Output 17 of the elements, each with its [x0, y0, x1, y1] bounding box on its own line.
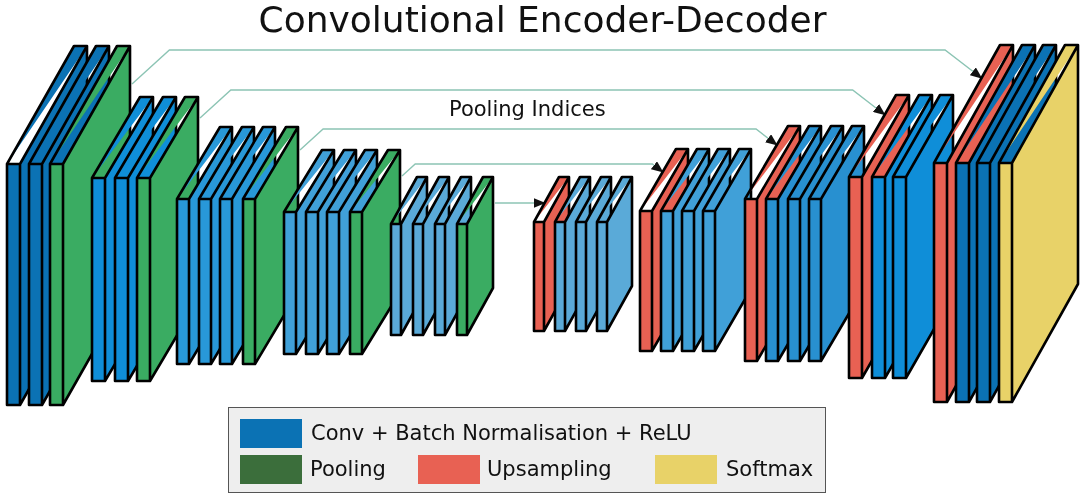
legend-label: Softmax	[726, 456, 814, 483]
layer-stack-drawing	[932, 43, 1080, 404]
layer-stack-drawing	[282, 148, 402, 356]
legend-label: Conv + Batch Normalisation + ReLU	[311, 420, 692, 447]
layer-stack-drawing	[389, 175, 495, 337]
arrow	[199, 89, 886, 119]
legend-label: Pooling	[310, 456, 386, 483]
arrow	[494, 198, 546, 208]
layer-stack-drawing	[638, 147, 753, 353]
annotation-text: Pooling Indices	[449, 97, 606, 121]
arrow	[131, 49, 983, 85]
title: Convolutional Encoder-Decoder	[257, 0, 828, 40]
layer-stack-drawing	[175, 125, 300, 366]
layer-stack-drawing	[532, 175, 634, 333]
legend-label: Upsampling	[487, 456, 612, 483]
arrow	[299, 128, 778, 151]
arrow	[401, 161, 664, 177]
